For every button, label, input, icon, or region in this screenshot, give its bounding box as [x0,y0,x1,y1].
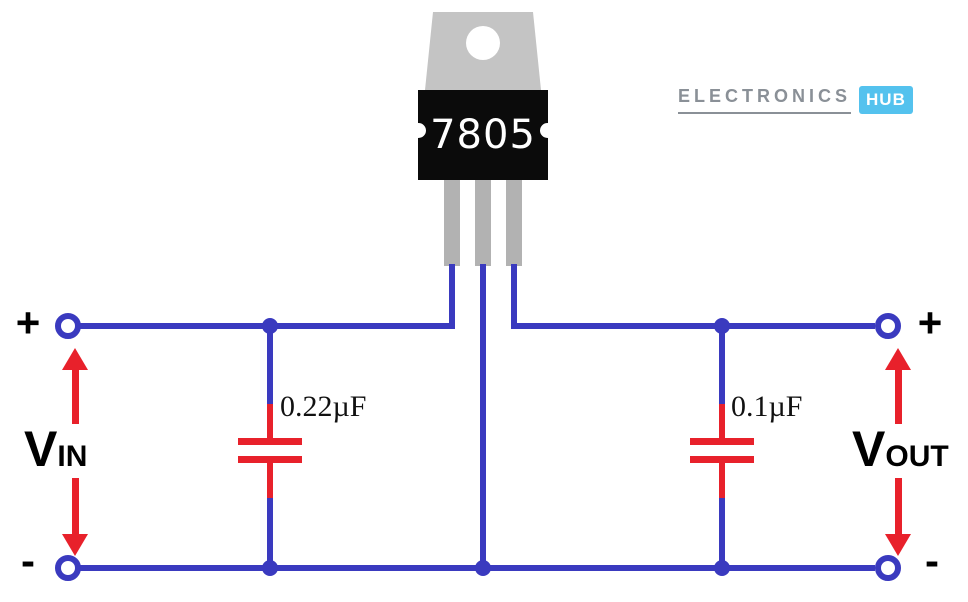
mounting-hole-icon [466,26,500,60]
wire-top-rail-output [511,323,875,329]
wire-ground-pin [480,264,486,571]
output-capacitor-lead-top [719,404,725,438]
regulator-pin-output [506,180,522,266]
wire-input-cap-top-lead [267,326,273,404]
input-plus-sign: + [15,299,41,346]
wire-input-pin [449,264,455,329]
output-capacitor-plate-top [690,438,754,445]
input-capacitor-lead-top [267,404,273,438]
terminal-output-negative [875,555,901,581]
logo-hub-badge: HUB [859,86,913,114]
regulator-part-number: 7805 [430,112,536,158]
input-capacitor-lead-bottom [267,463,273,498]
vout-arrow-down-icon [885,534,911,556]
vout-arrow-shaft-top [895,368,902,424]
regulator-ic-body: 7805 [418,90,548,180]
vin-arrow-shaft-bottom [72,478,79,534]
body-notch-left [411,123,426,138]
regulator-pin-input [444,180,460,266]
vin-symbol: V [24,421,58,477]
junction-output-cap-top [714,318,730,334]
terminal-output-positive [875,313,901,339]
vin-subscript: IN [57,440,88,473]
vout-symbol: V [852,421,886,477]
junction-input-cap-top [262,318,278,334]
input-capacitor-plate-bottom [238,456,302,463]
body-notch-right [540,123,555,138]
vout-arrow-up-icon [885,348,911,370]
input-minus-sign: - [21,537,35,584]
input-capacitor-value: 0.22µF [280,390,367,423]
vin-label: V IN [24,424,87,474]
regulator-pin-ground [475,180,491,266]
wire-input-cap-bottom-lead [267,498,273,568]
vin-arrow-up-icon [62,348,88,370]
output-plus-sign: + [917,299,943,346]
wire-output-pin [511,264,517,329]
vin-arrow-down-icon [62,534,88,556]
wire-output-cap-bottom-lead [719,498,725,568]
junction-ground [475,560,491,576]
junction-output-cap-bottom [714,560,730,576]
terminal-input-negative [55,555,81,581]
output-capacitor-lead-bottom [719,463,725,498]
output-capacitor-value: 0.1µF [731,390,803,423]
junction-input-cap-bottom [262,560,278,576]
terminal-input-positive [55,313,81,339]
logo-brand-text: ELECTRONICS [678,86,852,114]
output-minus-sign: - [925,537,939,584]
electronicshub-logo: ELECTRONICS HUB [678,86,913,114]
vin-arrow-shaft-top [72,368,79,424]
vout-subscript: OUT [885,440,949,473]
input-capacitor-plate-top [238,438,302,445]
wire-output-cap-top-lead [719,326,725,404]
vout-label: V OUT [852,424,949,474]
output-capacitor-plate-bottom [690,456,754,463]
vout-arrow-shaft-bottom [895,478,902,534]
